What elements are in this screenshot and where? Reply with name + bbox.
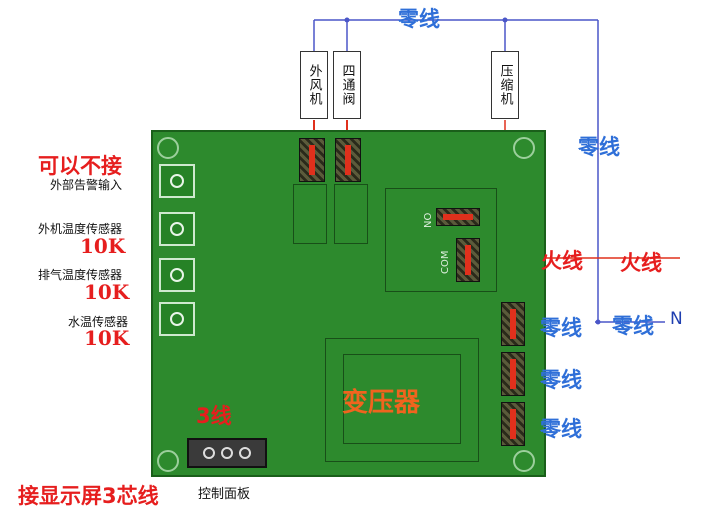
three-wire-label: 3线 [196,404,232,428]
no-terminal [436,208,480,226]
transformer-outline [325,338,479,462]
neutral-terminal-1 [501,302,525,346]
exhaust-temp-value: 10K [84,280,130,304]
junction-dot [502,17,508,23]
water-temp-label: 水温传感器 [68,315,129,329]
neutral-terminal-3 [501,402,525,446]
neutral-label-lower-2: 零线 [540,417,582,441]
compressor-box: 压缩机 [491,51,519,119]
exhaust-temp-label: 排气温度传感器 [38,268,123,282]
com-label: COM [440,250,451,274]
four-way-valve-box: 四通阀 [333,51,361,119]
connector-pin [239,447,251,459]
relay-outline [293,184,327,244]
junction-dot [344,17,350,23]
connector-pin [203,447,215,459]
external-alarm-label: 外部告警输入 [50,178,123,192]
neutral-label-mid-inner: 零线 [540,316,582,340]
live-label-outer: 火线 [620,251,662,275]
mount-hole [157,450,179,472]
neutral-n-symbol: N [670,309,683,329]
fan-relay-terminal [299,138,325,182]
outdoor-temp-connector [159,212,195,246]
mount-hole [157,137,179,159]
neutral-terminal-2 [501,352,525,396]
outdoor-temp-value: 10K [80,234,126,258]
alarm-input-connector [159,164,195,198]
neutral-label-lower-1: 零线 [540,368,582,392]
mount-hole [513,450,535,472]
display-connector [187,438,267,468]
bottom-note: 接显示屏3芯线 [18,484,159,508]
transformer-core [343,354,461,444]
neutral-label-top: 零线 [398,7,440,31]
exhaust-temp-connector [159,258,195,292]
outdoor-temp-label: 外机温度传感器 [38,222,123,236]
live-label-inner: 火线 [541,249,583,273]
neutral-label-right: 零线 [578,135,620,159]
transformer-label: 变压器 [342,388,421,418]
optional-note: 可以不接 [38,154,122,178]
neutral-label-mid-outer: 零线 [612,314,654,338]
control-board: NO COM [151,130,546,477]
mount-hole [513,137,535,159]
water-temp-connector [159,302,195,336]
no-label: NO [423,212,434,228]
panel-caption: 控制面板 [198,487,251,502]
outdoor-fan-box: 外风机 [300,51,328,119]
compressor-relay-outline [385,188,497,292]
valve-relay-terminal [335,138,361,182]
com-terminal [456,238,480,282]
connector-pin [221,447,233,459]
relay-outline [334,184,368,244]
water-temp-value: 10K [84,326,130,350]
